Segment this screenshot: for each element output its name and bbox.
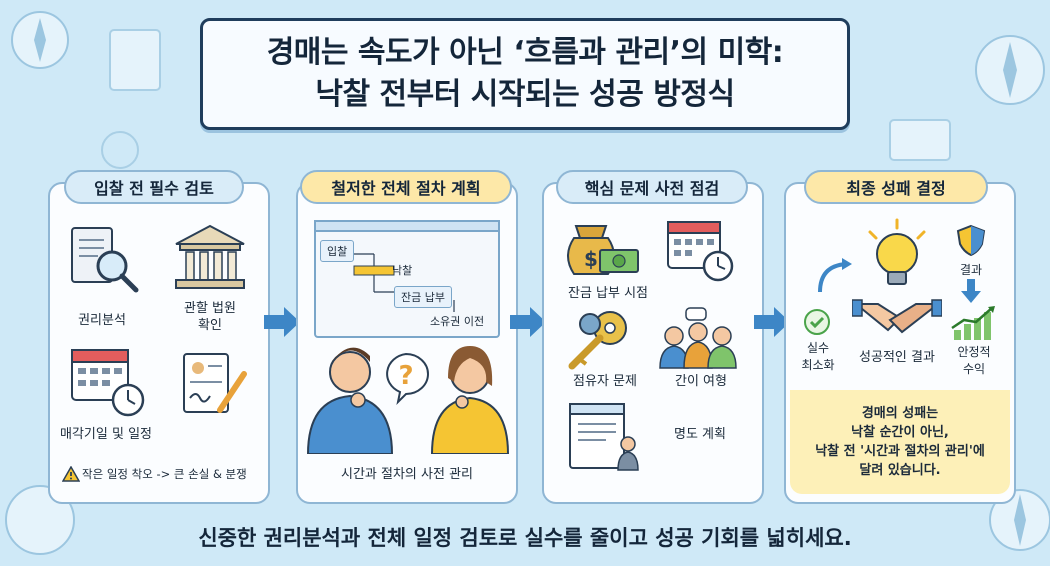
flow-step-ownership-transfer: 소유권 이전 [430,315,485,328]
people-thinking-icon: ? [306,346,510,454]
label-court-check: 관할 법원 확인 [184,301,236,333]
flow-step-balance-payment: 잔금 납부 [394,286,452,308]
check-icon [804,309,830,335]
result-line-4: 달려 있습니다. [859,463,941,478]
shield-icon [956,224,986,256]
handshake-icon [852,299,942,334]
panel-title-pre-bid-review: 입찰 전 필수 검토 [64,170,244,204]
calendar-clock-icon-2 [667,221,734,282]
calendar-clock-icon [71,349,145,417]
flow-arrow-2 [510,307,546,337]
down-arrow-icon [961,279,981,303]
label-occupant-issue: 점유자 문제 [573,374,637,389]
curved-arrow-icon [818,258,852,293]
title-banner: 경매는 속도가 아닌 ‘흐름과 관리’의 미학: 낙찰 전부터 시작되는 성공 … [200,18,850,130]
label-result: 결과 [959,263,983,277]
panel-title-procedure-plan: 철저한 전체 절차 계획 [300,170,512,204]
flow-arrow-1 [264,307,300,337]
flowchart-window [314,220,500,338]
people-group-icon [659,307,737,369]
label-rights-analysis: 권리분석 [78,313,126,328]
label-stable-profit: 안정적 수익 [957,345,991,376]
result-message-box: 경매의 성패는 낙찰 순간이 아닌, 낙찰 전 '시간과 절차의 관리'에 달려… [790,390,1010,494]
money-bag-icon: $ [567,225,639,275]
svg-text:$: $ [584,247,598,271]
flow-arrow-3 [754,307,790,337]
panel-title-key-issue-check: 핵심 문제 사전 점검 [556,170,748,204]
label-eviction-plan: 명도 계획 [674,427,726,442]
title-line-1: 경매는 속도가 아닌 ‘흐름과 관리’의 미학: [266,35,784,70]
result-line-2: 낙찰 순간이 아닌, [851,425,949,440]
panel-title-final-outcome: 최종 성패 결정 [804,170,988,204]
label-sale-schedule: 매각기일 및 일정 [60,427,152,442]
title-line-2: 낙찰 전부터 시작되는 성공 방정식 [315,77,735,112]
result-line-1: 경매의 성패는 [861,406,939,421]
flow-step-bid: 입찰 [320,240,355,262]
label-minimize-mistakes: 실수 최소화 [801,341,835,372]
svg-text:?: ? [398,361,413,391]
label-successful-result: 성공적인 결과 [859,350,935,365]
label-time-procedure-management: 시간과 절차의 사전 관리 [341,467,473,482]
courthouse-icon [175,224,245,289]
footer-message: 신중한 권리분석과 전체 일정 검토로 실수를 줄이고 성공 기회를 넓히세요. [198,526,852,550]
scroll-document-icon [569,403,639,471]
lightbulb-icon [868,218,926,285]
label-balance-payment-timing: 잔금 납부 시점 [567,286,649,301]
label-simple-item: 간이 여형 [675,374,727,389]
warning-icon [62,466,80,482]
keys-icon [568,311,627,370]
flow-step-winning-bid: 낙찰 [392,264,413,277]
result-line-3: 낙찰 전 '시간과 절차의 관리'에 [815,444,985,459]
magnifier-document-icon [71,227,139,293]
label-warning: 작은 일정 착오 -> 큰 손실 & 분쟁 [82,467,247,481]
growth-chart-icon [951,306,995,340]
contract-pen-icon [183,353,247,413]
